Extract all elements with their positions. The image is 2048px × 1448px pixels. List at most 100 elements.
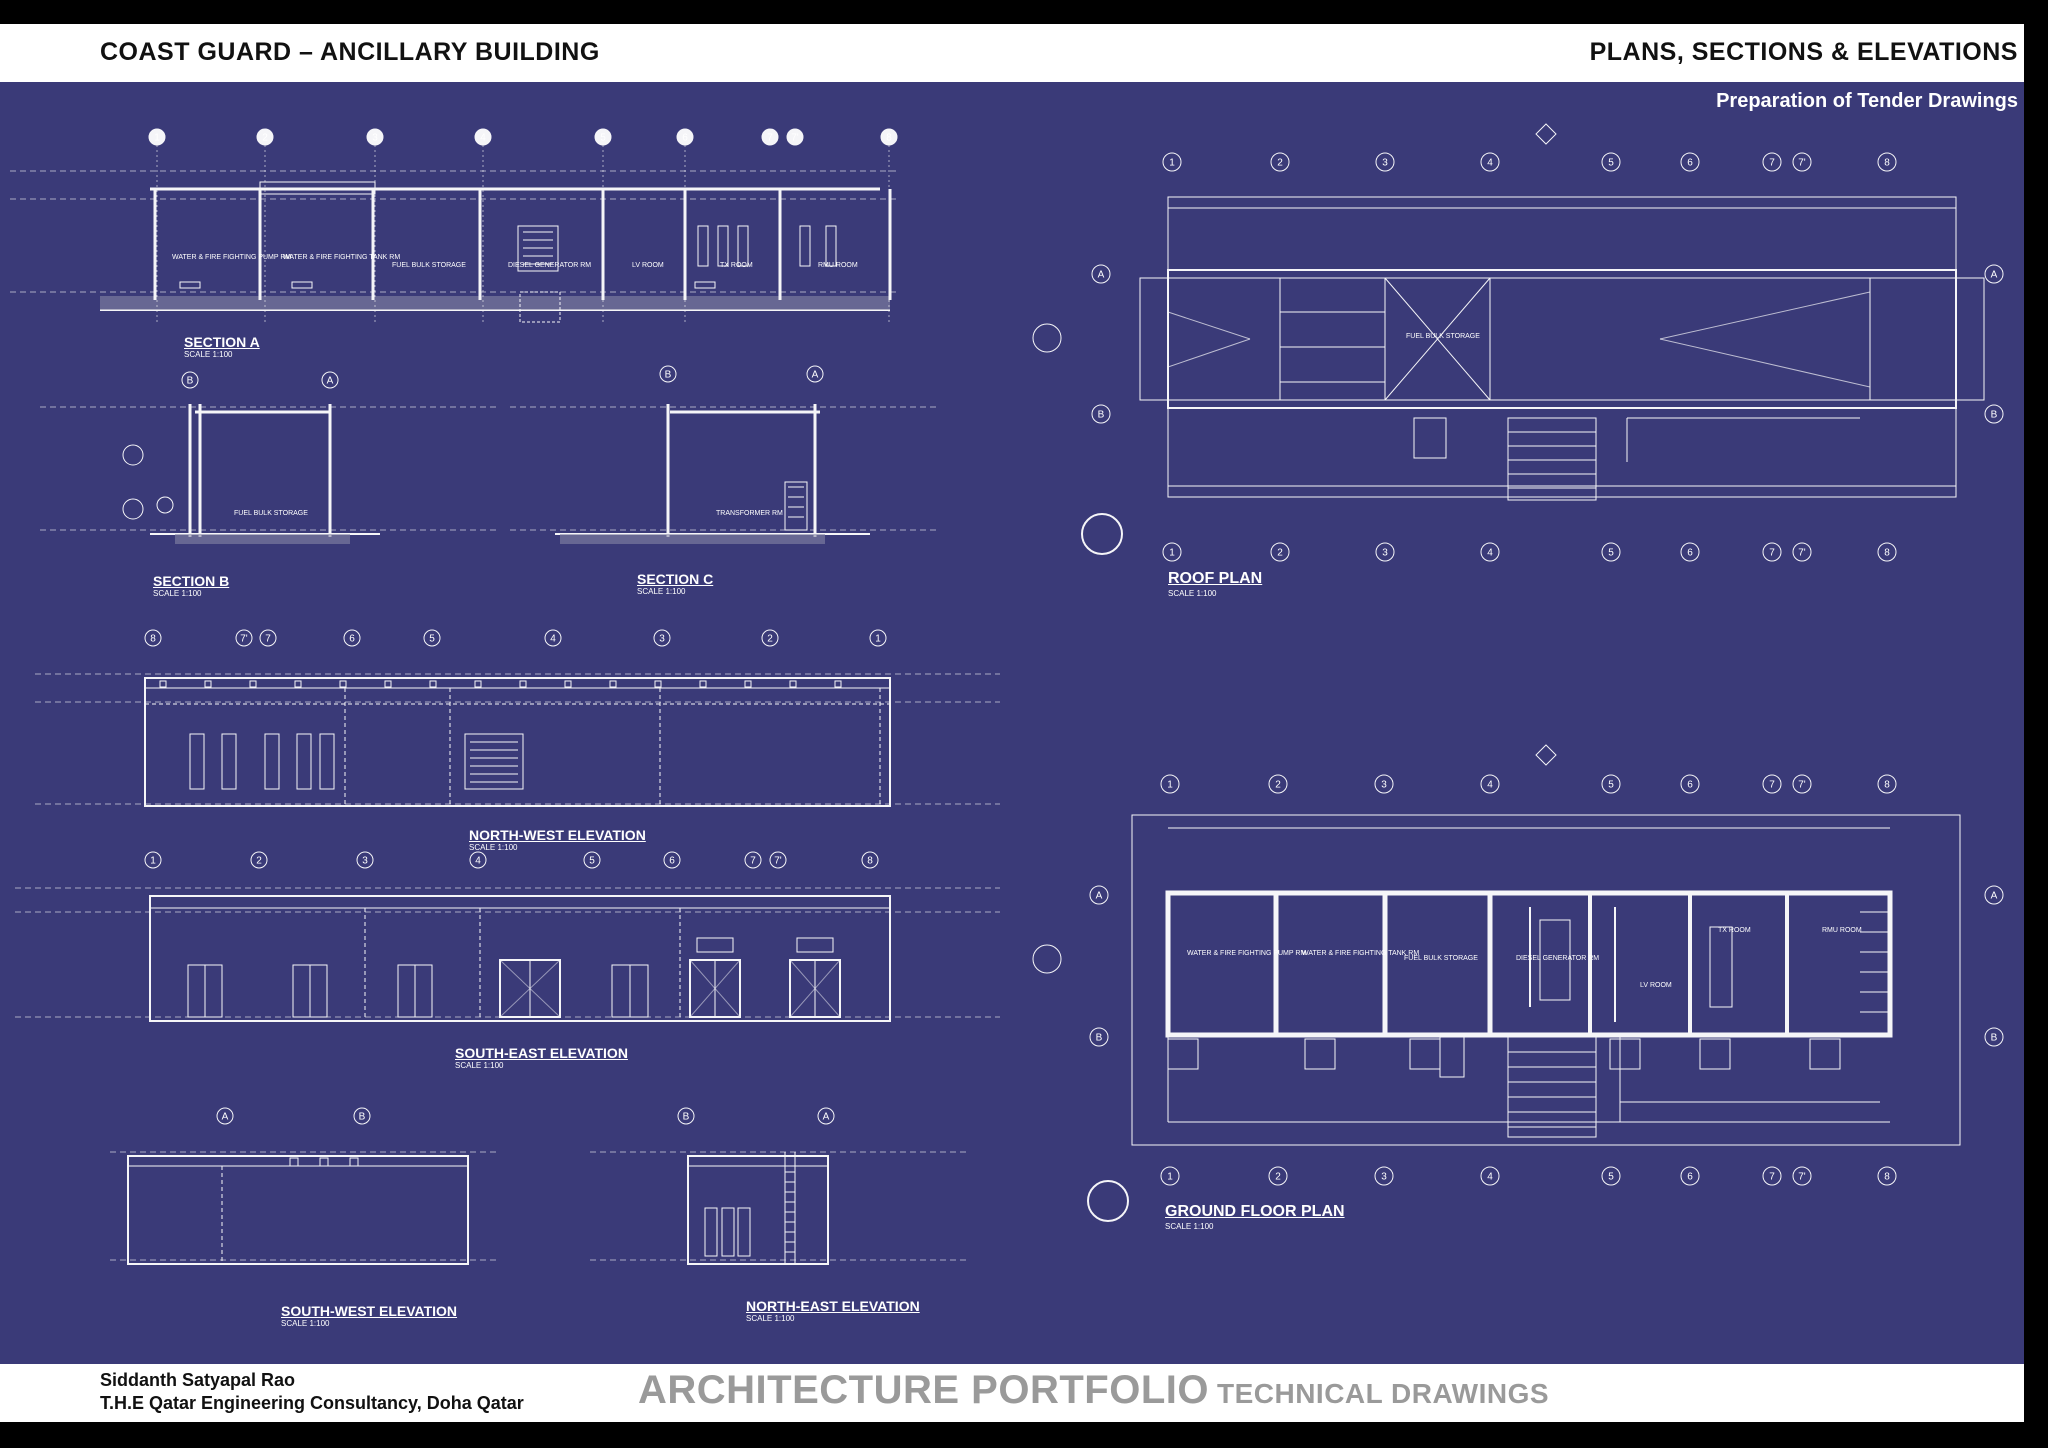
grid-bubble-label: 8 bbox=[1884, 158, 1890, 169]
grid-bubble-label: 3 bbox=[372, 133, 378, 144]
bottom-black-border bbox=[0, 1422, 2048, 1448]
room-label: TX ROOM bbox=[720, 262, 753, 269]
room-label: FUEL BULK STORAGE bbox=[1406, 333, 1480, 340]
section-c-drawing bbox=[510, 365, 940, 544]
grid-bubble-label: 8 bbox=[867, 856, 873, 867]
grid-bubble-label: 4 bbox=[1487, 1172, 1493, 1183]
grid-bubble-label: 6 bbox=[1687, 548, 1693, 559]
grid-bubble-label: 2 bbox=[1277, 548, 1283, 559]
section-a-drawing bbox=[10, 170, 900, 323]
grid-bubble-label: 5 bbox=[1608, 780, 1614, 791]
grid-bubble-label: B bbox=[359, 1112, 366, 1123]
top-black-border bbox=[0, 0, 2048, 24]
ground-floor-plan-scale: SCALE 1:100 bbox=[1165, 1222, 1214, 1231]
grid-bubble-label: B bbox=[1991, 410, 1998, 421]
grid-bubble-label: B bbox=[1991, 1033, 1998, 1044]
sheet-subtitle: Preparation of Tender Drawings bbox=[1716, 90, 2018, 112]
roof-plan-gridlines bbox=[1032, 123, 2004, 562]
grid-bubble-label: A bbox=[1098, 270, 1105, 281]
grid-bubble-label: A bbox=[812, 370, 819, 381]
grid-bubble-label: B bbox=[187, 376, 194, 387]
project-title: COAST GUARD – ANCILLARY BUILDING bbox=[100, 38, 600, 66]
room-label: RMU ROOM bbox=[818, 262, 858, 269]
grid-bubble-label: A bbox=[1096, 891, 1103, 902]
grid-bubble-label: 8 bbox=[150, 634, 156, 645]
section-a-title: SECTION A bbox=[184, 334, 260, 350]
grid-bubble-label: 5 bbox=[600, 133, 606, 144]
grid-bubble-label: 3 bbox=[659, 634, 665, 645]
grid-bubble-label: 7 bbox=[1769, 780, 1775, 791]
room-label: TX ROOM bbox=[1718, 927, 1751, 934]
north-west-elevation-title: NORTH-WEST ELEVATION bbox=[469, 827, 646, 843]
north-east-elevation-title: NORTH-EAST ELEVATION bbox=[746, 1298, 920, 1314]
north-east-elevation-drawing bbox=[590, 1107, 970, 1265]
grid-bubble-label: A bbox=[1991, 270, 1998, 281]
grid-bubble-label: 1 bbox=[154, 133, 160, 144]
room-label: WATER & FIRE FIGHTING PUMP RM bbox=[1187, 950, 1307, 957]
grid-bubble-label: 7 bbox=[1769, 1172, 1775, 1183]
grid-bubble-label: 5 bbox=[1608, 158, 1614, 169]
blueprint-sheet: Preparation of Tender Drawings bbox=[0, 82, 2024, 1364]
room-label: DIESEL GENERATOR RM bbox=[1516, 955, 1600, 962]
grid-bubble-label: 7 bbox=[1769, 548, 1775, 559]
section-a-gridlines bbox=[148, 128, 898, 322]
grid-bubble-label: 4 bbox=[550, 634, 556, 645]
grid-bubble-label: 4 bbox=[1487, 780, 1493, 791]
section-c-scale: SCALE 1:100 bbox=[637, 587, 686, 596]
grid-bubble-label: 1 bbox=[1167, 780, 1173, 791]
grid-bubble-label: 7 bbox=[750, 856, 756, 867]
section-b-scale: SCALE 1:100 bbox=[153, 589, 202, 598]
header-bar: COAST GUARD – ANCILLARY BUILDING PLANS, … bbox=[0, 24, 2024, 82]
author-firm: T.H.E Qatar Engineering Consultancy, Doh… bbox=[100, 1393, 524, 1413]
grid-bubble-label: 1 bbox=[1169, 548, 1175, 559]
portfolio-title-main: ARCHITECTURE PORTFOLIO bbox=[638, 1368, 1209, 1412]
south-east-elevation-title: SOUTH-EAST ELEVATION bbox=[455, 1045, 628, 1061]
roof-plan-scale: SCALE 1:100 bbox=[1168, 589, 1217, 598]
grid-bubble-label: 7 bbox=[767, 133, 773, 144]
grid-bubble-label: 8 bbox=[1884, 1172, 1890, 1183]
right-black-border bbox=[2024, 24, 2048, 1448]
grid-bubble-label: 6 bbox=[669, 856, 675, 867]
roof-plan-title: ROOF PLAN bbox=[1168, 570, 1263, 587]
ground-floor-plan-title: GROUND FLOOR PLAN bbox=[1165, 1203, 1345, 1220]
drawings-canvas: 12345677'887'765432112345677'8BABAABBA11… bbox=[10, 123, 2004, 1265]
grid-bubble-label: 4 bbox=[1487, 548, 1493, 559]
grid-bubble-label: 6 bbox=[1687, 780, 1693, 791]
south-west-elevation-title: SOUTH-WEST ELEVATION bbox=[281, 1303, 458, 1319]
footer-bar: Siddanth Satyapal Rao T.H.E Qatar Engine… bbox=[0, 1364, 2024, 1422]
grid-bubble-label: 8 bbox=[1884, 780, 1890, 791]
grid-bubble-label: 6 bbox=[1687, 158, 1693, 169]
grid-bubble-label: 2 bbox=[256, 856, 262, 867]
room-label: LV ROOM bbox=[1640, 982, 1672, 989]
grid-bubble-label: 5 bbox=[1608, 548, 1614, 559]
south-east-elevation-drawing bbox=[15, 851, 1000, 1022]
room-label: FUEL BULK STORAGE bbox=[1404, 955, 1478, 962]
grid-bubble-label: 5 bbox=[1608, 1172, 1614, 1183]
room-label: WATER & FIRE FIGHTING PUMP RM bbox=[172, 254, 292, 261]
room-label: LV ROOM bbox=[632, 262, 664, 269]
room-label: TRANSFORMER RM bbox=[716, 510, 783, 517]
grid-bubble-label: 7 bbox=[1769, 158, 1775, 169]
grid-bubble-label: 3 bbox=[1382, 548, 1388, 559]
grid-bubble-label: 7 bbox=[265, 634, 271, 645]
grid-bubble-label: 6 bbox=[682, 133, 688, 144]
grid-bubble-label: A bbox=[222, 1112, 229, 1123]
grid-bubble-label: 8 bbox=[1884, 548, 1890, 559]
author-name: Siddanth Satyapal Rao bbox=[100, 1370, 296, 1390]
grid-bubble-label: 3 bbox=[1381, 1172, 1387, 1183]
grid-bubble-label: B bbox=[683, 1112, 690, 1123]
grid-bubble-label: 8 bbox=[886, 133, 892, 144]
section-b-drawing bbox=[40, 371, 500, 544]
grid-bubble-label: B bbox=[1098, 410, 1105, 421]
section-a-scale: SCALE 1:100 bbox=[184, 350, 233, 359]
grid-bubble-label: 4 bbox=[475, 856, 481, 867]
grid-bubble-label: B bbox=[1096, 1033, 1103, 1044]
grid-bubble-label: 3 bbox=[1382, 158, 1388, 169]
room-label: FUEL BULK STORAGE bbox=[234, 510, 308, 517]
grid-bubble-label: 5 bbox=[429, 634, 435, 645]
section-c-title: SECTION C bbox=[637, 571, 714, 587]
grid-bubble-label: 3 bbox=[362, 856, 368, 867]
room-label: RMU ROOM bbox=[1822, 927, 1862, 934]
grid-bubble-label: 2 bbox=[1275, 780, 1281, 791]
